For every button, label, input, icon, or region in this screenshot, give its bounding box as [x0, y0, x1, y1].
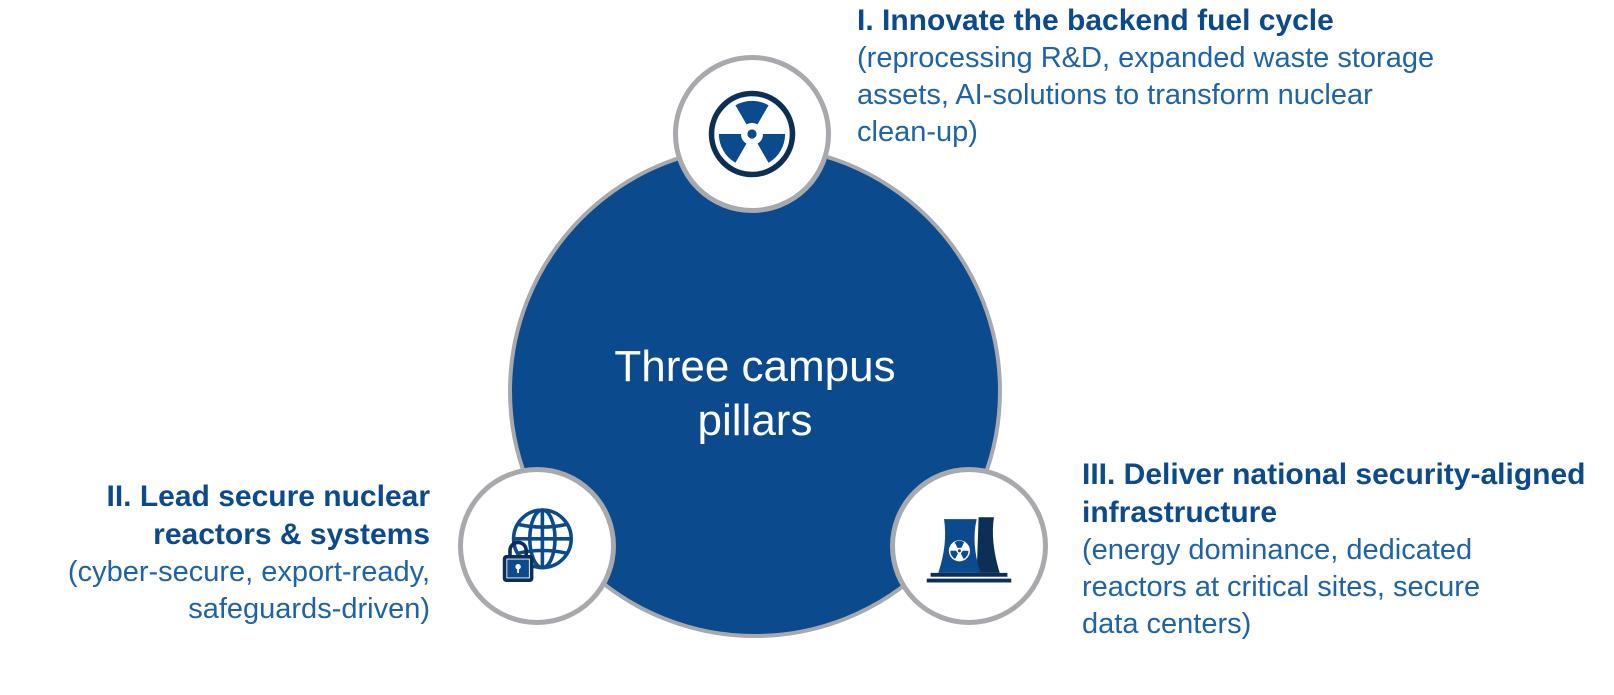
pillar-1-icon-circle	[673, 55, 831, 213]
pillar-2-description: (cyber-secure, export-ready, safeguards-…	[67, 556, 430, 625]
pillar-1: I. Innovate the backend fuel cycle (repr…	[857, 2, 1477, 151]
radiation-icon	[708, 90, 796, 178]
pillar-3-icon-circle	[890, 467, 1048, 625]
pillar-3-description: (energy dominance, dedicated reactors at…	[1082, 534, 1481, 640]
secure-globe-icon	[502, 508, 573, 582]
pillar-2-icon-circle	[458, 467, 616, 625]
center-title: Three campus pillars	[614, 342, 896, 445]
pillar-1-description: (reprocessing R&D, expanded waste storag…	[857, 42, 1435, 148]
pillar-3-title: III. Deliver national security-aligned i…	[1082, 458, 1586, 529]
pillar-3: III. Deliver national security-aligned i…	[1082, 456, 1602, 643]
pillar-2: II. Lead secure nuclear reactors & syste…	[0, 478, 430, 628]
pillar-1-title: I. Innovate the backend fuel cycle	[857, 4, 1334, 37]
nuclear-plant-icon	[926, 517, 1012, 583]
pillar-2-title: II. Lead secure nuclear reactors & syste…	[106, 480, 430, 551]
